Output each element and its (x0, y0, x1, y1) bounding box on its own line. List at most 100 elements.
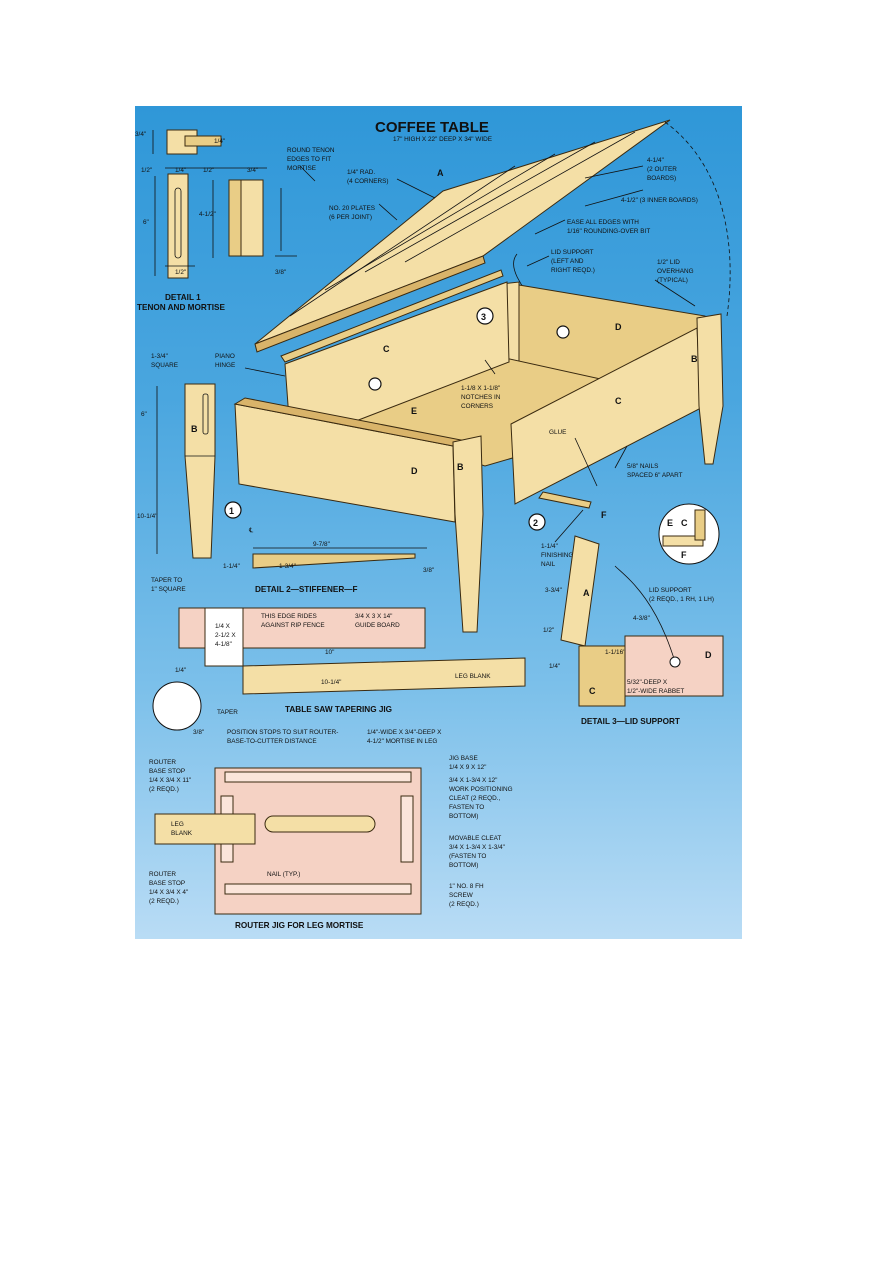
page-subtitle: 17" HIGH X 22" DEEP X 34" WIDE (393, 136, 492, 143)
rj-cleat-1: 3/4 X 1-3/4 X 12" (449, 777, 497, 784)
tj-dim-14: 1/4" (175, 667, 186, 674)
callout-1-text: 1 (229, 506, 234, 516)
callout-2-text: 2 (533, 518, 538, 528)
leg-taper-1: TAPER TO (151, 577, 182, 584)
tj-title: TABLE SAW TAPERING JIG (285, 705, 392, 714)
d1-dim-34: 3/4" (135, 131, 146, 138)
rj-stop2-4: (2 REQD.) (149, 898, 179, 905)
rj-screw-3: (2 REQD.) (449, 901, 479, 908)
lid-support-1: LID SUPPORT (551, 249, 594, 256)
router-leg-blank (154, 813, 256, 845)
notches-3: CORNERS (461, 403, 493, 410)
d1-dim-12a: 1/2" (141, 167, 152, 174)
callout-2 (528, 513, 546, 531)
plates-1: NO. 20 PLATES (329, 205, 375, 212)
tj-plate-1: 1/4 X (215, 623, 231, 630)
mortise-slot (174, 187, 182, 259)
d3-dim-438: 4-3/8" (633, 615, 650, 622)
inset-side (694, 509, 706, 541)
d3-part-a: A (583, 588, 590, 598)
leg-detail: B 1-3/4" SQUARE 6" 10-1/4" TAPER TO 1" S… (137, 353, 216, 593)
rj-nail: NAIL (TYP.) (267, 871, 300, 878)
d3-rabbet-1: 5/32"-DEEP X (627, 679, 668, 686)
d1-title: DETAIL 1 (165, 293, 201, 302)
rail-end-view (240, 179, 264, 257)
glue-label: GLUE (549, 429, 566, 436)
d1-round-tenon-1: ROUND TENON (287, 147, 335, 154)
router-stop-bottom (224, 883, 412, 895)
d3-support-arm (614, 565, 676, 663)
mortise-slot-router (264, 815, 376, 833)
front-right-leg (696, 313, 724, 465)
rj-movable-1: MOVABLE CLEAT (449, 835, 501, 842)
rj-leg-blank-1: LEG (171, 821, 184, 828)
coffee-table-plan-panel: COFFEE TABLE 17" HIGH X 22" DEEP X 34" W… (135, 106, 742, 939)
page-title: COFFEE TABLE (375, 119, 489, 136)
part-a-lid: A (437, 168, 444, 178)
d1-dim-12c: 1/2" (175, 269, 186, 276)
lid-edge (254, 255, 486, 353)
d3-support-2: (2 REQD., 1 RH, 1 LH) (649, 596, 714, 603)
rj-mortise-1: 1/4"-WIDE X 3/4"-DEEP X (367, 729, 442, 736)
tj-taper: TAPER (217, 709, 238, 716)
overhang-2: OVERHANG (657, 268, 694, 275)
router-stop-top (224, 771, 412, 783)
rj-stop1-4: (2 REQD.) (149, 786, 179, 793)
jig-plate (204, 607, 244, 667)
overhang-3: (TYPICAL) (657, 277, 688, 284)
d3-part-c: C (589, 686, 596, 696)
tj-plate-2: 2-1/2 X (215, 632, 236, 639)
nails-2: SPACED 6" APART (627, 472, 683, 479)
rj-screw-1: 1" NO. 8 FH (449, 883, 484, 890)
callout-3-text: 3 (481, 312, 486, 322)
d3-pivot (669, 656, 681, 668)
part-e-bottom: E (411, 406, 417, 416)
rj-jig-base-2: 1/4 X 9 X 12" (449, 764, 486, 771)
part-f-stiffener: F (601, 510, 607, 520)
finishing-nail-2: FINISHING (541, 552, 573, 559)
piano-hinge-1: PIANO (215, 353, 235, 360)
stiffener-profile (252, 553, 416, 569)
leg-square-1: 1-3/4" (151, 353, 168, 360)
tj-guide-1: 3/4 X 3 X 14" (355, 613, 392, 620)
rj-stop2-2: BASE STOP (149, 880, 185, 887)
overhang-1: 1/2" LID (657, 259, 680, 266)
ease-edges-1: EASE ALL EDGES WITH (567, 219, 639, 226)
rj-cleat-2: WORK POSITIONING (449, 786, 513, 793)
d3-part-d: D (705, 650, 712, 660)
rj-stop1-1: ROUTER (149, 759, 176, 766)
inner-boards: 4-1/2" (3 INNER BOARDS) (621, 197, 698, 204)
tj-dim-10: 10" (325, 649, 334, 656)
rj-movable-4: BOTTOM) (449, 862, 478, 869)
tj-plate-3: 4-1/8" (215, 641, 232, 648)
coffee-table-drawing: COFFEE TABLE 17" HIGH X 22" DEEP X 34" W… (135, 119, 731, 930)
d3-title: DETAIL 3—LID SUPPORT (581, 717, 680, 726)
rj-cleat-5: BOTTOM) (449, 813, 478, 820)
lid-rad-1: 1/4" RAD. (347, 169, 375, 176)
rj-stop1-3: 1/4 X 3/4 X 11" (149, 777, 191, 784)
d1-dim-412: 4-1/2" (199, 211, 216, 218)
nails-1: 5/8" NAILS (627, 463, 658, 470)
tj-edge-2: AGAINST RIP FENCE (261, 622, 325, 629)
d2-dim-38: 3/8" (423, 567, 434, 574)
inset-bottom (662, 535, 704, 547)
inset-e: E (667, 518, 673, 528)
d1-dim-14b: 1/4" (175, 167, 186, 174)
tenon-top-view (184, 135, 222, 147)
d3-dim-14: 1/4" (549, 663, 560, 670)
notches-2: NOTCHES IN (461, 394, 501, 401)
d3-support-1: LID SUPPORT (649, 587, 692, 594)
lid-rad-2: (4 CORNERS) (347, 178, 389, 185)
leg-mortise (202, 393, 209, 435)
detail-1-tenon-mortise: 3/4" 1/4" 1/2" 1/4" 1/2" 3/4" 6" 4-1/2" … (135, 129, 335, 312)
d3-dim-334: 3-3/4" (545, 587, 562, 594)
rj-stop2-3: 1/4 X 3/4 X 4" (149, 889, 188, 896)
d2-dim-134: 1-3/4" (279, 563, 296, 570)
table-assembly: 3 2 1 A C D B E C D B F 1/4" RAD. (4 COR… (215, 119, 731, 633)
leg-part-b: B (191, 424, 198, 434)
d1-round-tenon-3: MORTISE (287, 165, 316, 172)
tj-leg-blank: LEG BLANK (455, 673, 491, 680)
leg-blank (242, 657, 526, 695)
rj-mortise-2: 4-1/2" MORTISE IN LEG (367, 738, 437, 745)
d1-dim-14a: 1/4" (214, 138, 225, 145)
